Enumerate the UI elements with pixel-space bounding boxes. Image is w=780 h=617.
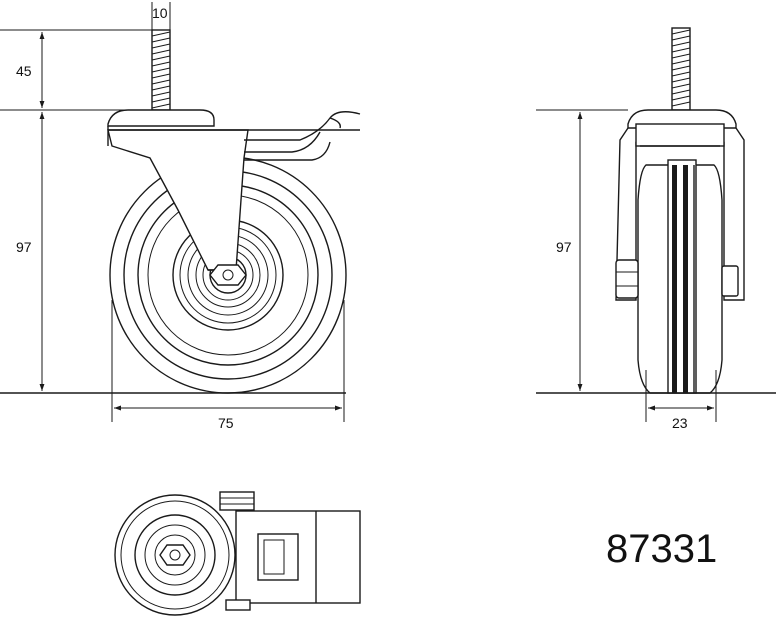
dim-height-front: 97 [556, 112, 583, 391]
threaded-stem-side [151, 29, 171, 111]
side-view: 10 45 97 75 [0, 2, 361, 431]
dim-stem-diameter-label: 10 [152, 5, 168, 21]
dim-stem-length: 45 [16, 32, 45, 108]
axle-nut-right-front [721, 265, 739, 297]
dim-wheel-width-label: 75 [218, 415, 234, 431]
wheel-top [114, 494, 236, 616]
axle-nut-side [209, 264, 247, 286]
dim-height-side-label: 97 [16, 239, 32, 255]
fork-leg-side [107, 129, 249, 271]
axle-nut-top [159, 544, 191, 566]
top-view [114, 491, 361, 616]
dim-tread-width: 23 [645, 370, 717, 431]
dim-stem-diameter: 10 [151, 2, 171, 30]
brake-lever-side [244, 111, 361, 161]
front-view: 97 23 [536, 27, 776, 431]
model-number: 87331 [606, 527, 717, 571]
axle-nut-left-front [615, 259, 639, 299]
dim-tread-width-label: 23 [672, 415, 688, 431]
dim-height-front-label: 97 [556, 239, 572, 255]
wheel-front [637, 159, 723, 394]
dim-wheel-width: 75 [111, 300, 345, 431]
dim-height-side: 97 [16, 112, 45, 391]
dim-stem-length-label: 45 [16, 63, 32, 79]
threaded-stem-front [671, 27, 691, 111]
